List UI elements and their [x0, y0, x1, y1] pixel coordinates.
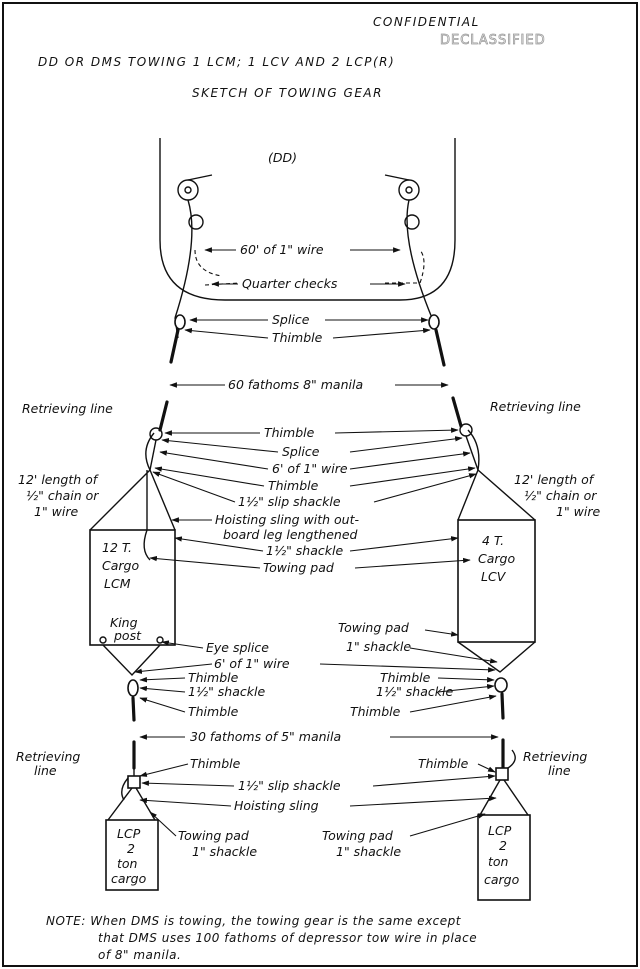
title: DD OR DMS TOWING 1 LCM; 1 LCV AND 2 LCP(… [38, 55, 395, 69]
lcp-right-boat [477, 749, 531, 901]
label-chain-left-2: ½" chain or [26, 488, 99, 503]
label-quarter-checks: Quarter checks [242, 276, 338, 291]
label-shackle-lcp-l: 1" shackle [192, 844, 257, 859]
label-retrieving-left: Retrieving line [22, 401, 113, 416]
lcm-line3: LCM [104, 576, 131, 591]
lcp-right-line4: cargo [484, 872, 520, 887]
lower-tow-lines [132, 738, 505, 770]
lcm-line1: 12 T. [102, 540, 132, 555]
label-retrieving-lcp-r2: line [548, 763, 571, 778]
label-splice-top: Splice [272, 312, 310, 327]
label-retrieving-lcp-l2: line [34, 763, 57, 778]
label-shackle-low-r: 1½" shackle [376, 684, 453, 699]
note-line3: of 8" manila. [98, 948, 181, 962]
note-line2: that DMS uses 100 fathoms of depressor t… [98, 931, 477, 945]
note-line1: NOTE: When DMS is towing, the towing gea… [46, 914, 462, 928]
label-chain-left-3: 1" wire [34, 504, 79, 519]
label-thimble-lcp-r: Thimble [418, 756, 469, 771]
label-towing-pad-right: Towing pad [338, 620, 409, 635]
upper-tow-lines [145, 314, 480, 471]
label-shackle-low-l: 1½" shackle [188, 684, 265, 699]
label-splice-mid: Splice [282, 444, 320, 459]
lcp-right-line1: LCP [488, 823, 512, 838]
label-thimble-low-r2: Thimble [350, 704, 401, 719]
lcv-boat [457, 469, 536, 720]
subtitle: SKETCH OF TOWING GEAR [192, 86, 383, 100]
label-slip-shackle-mid: 1½" slip shackle [238, 494, 341, 509]
lcp-left-line1: LCP [117, 826, 141, 841]
label-manila-30: 30 fathoms of 5" manila [190, 729, 341, 744]
label-retrieving-lcp-l1: Retrieving [16, 749, 80, 764]
label-shackle-lcp-r: 1" shackle [336, 844, 401, 859]
label-wire-60: 60' of 1" wire [240, 242, 324, 257]
label-retrieving-right: Retrieving line [490, 399, 581, 414]
label-slip-shackle-lcp: 1½" slip shackle [238, 778, 341, 793]
label-wire-6-low: 6' of 1" wire [214, 656, 290, 671]
label-chain-left-1: 12' length of [18, 472, 99, 487]
label-thimble-lcp-l: Thimble [190, 756, 241, 771]
lcv-line3: LCV [481, 569, 507, 584]
label-hoisting-sling-lcp: Hoisting sling [234, 798, 319, 813]
label-thimble-low-r: Thimble [380, 670, 431, 685]
dimension-arrows [134, 247, 499, 837]
label-hoisting-sling-1: Hoisting sling with out- [215, 512, 359, 527]
lcp-right-line2: 2 [499, 838, 507, 853]
label-thimble-mid2: Thimble [268, 478, 319, 493]
lcp-left-line4: cargo [111, 871, 147, 886]
lcv-line2: Cargo [478, 551, 515, 566]
label-eye-splice: Eye splice [206, 640, 269, 655]
label-chain-right-1: 12' length of [514, 472, 595, 487]
label-shackle-1-right: 1" shackle [346, 639, 411, 654]
lcv-line1: 4 T. [482, 533, 504, 548]
lcp-left-boat [105, 768, 159, 891]
classification-label: CONFIDENTIAL [373, 15, 480, 29]
label-towing-pad-lcp-r: Towing pad [322, 828, 393, 843]
lcm-post2: post [113, 628, 142, 643]
label-thimble-top: Thimble [272, 330, 323, 345]
lcm-post1: King [110, 615, 138, 630]
ship-stern [159, 138, 456, 319]
label-thimble-low-l2: Thimble [188, 704, 239, 719]
label-retrieving-lcp-r1: Retrieving [523, 749, 587, 764]
label-thimble-low-l: Thimble [188, 670, 239, 685]
lcm-boat [89, 469, 176, 722]
label-shackle-mid: 1½" shackle [266, 543, 343, 558]
label-towing-pad-lcp-l: Towing pad [178, 828, 249, 843]
label-towing-pad-mid: Towing pad [263, 560, 334, 575]
label-thimble-mid1: Thimble [264, 425, 315, 440]
label-wire-6-mid: 6' of 1" wire [272, 461, 348, 476]
ship-label: (DD) [268, 150, 297, 165]
label-manila-60: 60 fathoms 8" manila [228, 377, 363, 392]
lcm-line2: Cargo [102, 558, 139, 573]
label-chain-right-3: 1" wire [556, 504, 601, 519]
lcp-left-line2: 2 [127, 841, 135, 856]
label-hoisting-sling-2: board leg lengthened [223, 527, 358, 542]
lcp-right-line3: ton [488, 854, 509, 869]
label-chain-right-2: ½" chain or [524, 488, 597, 503]
declassified-stamp: DECLASSIFIED [440, 33, 546, 48]
lcp-left-line3: ton [117, 856, 138, 871]
